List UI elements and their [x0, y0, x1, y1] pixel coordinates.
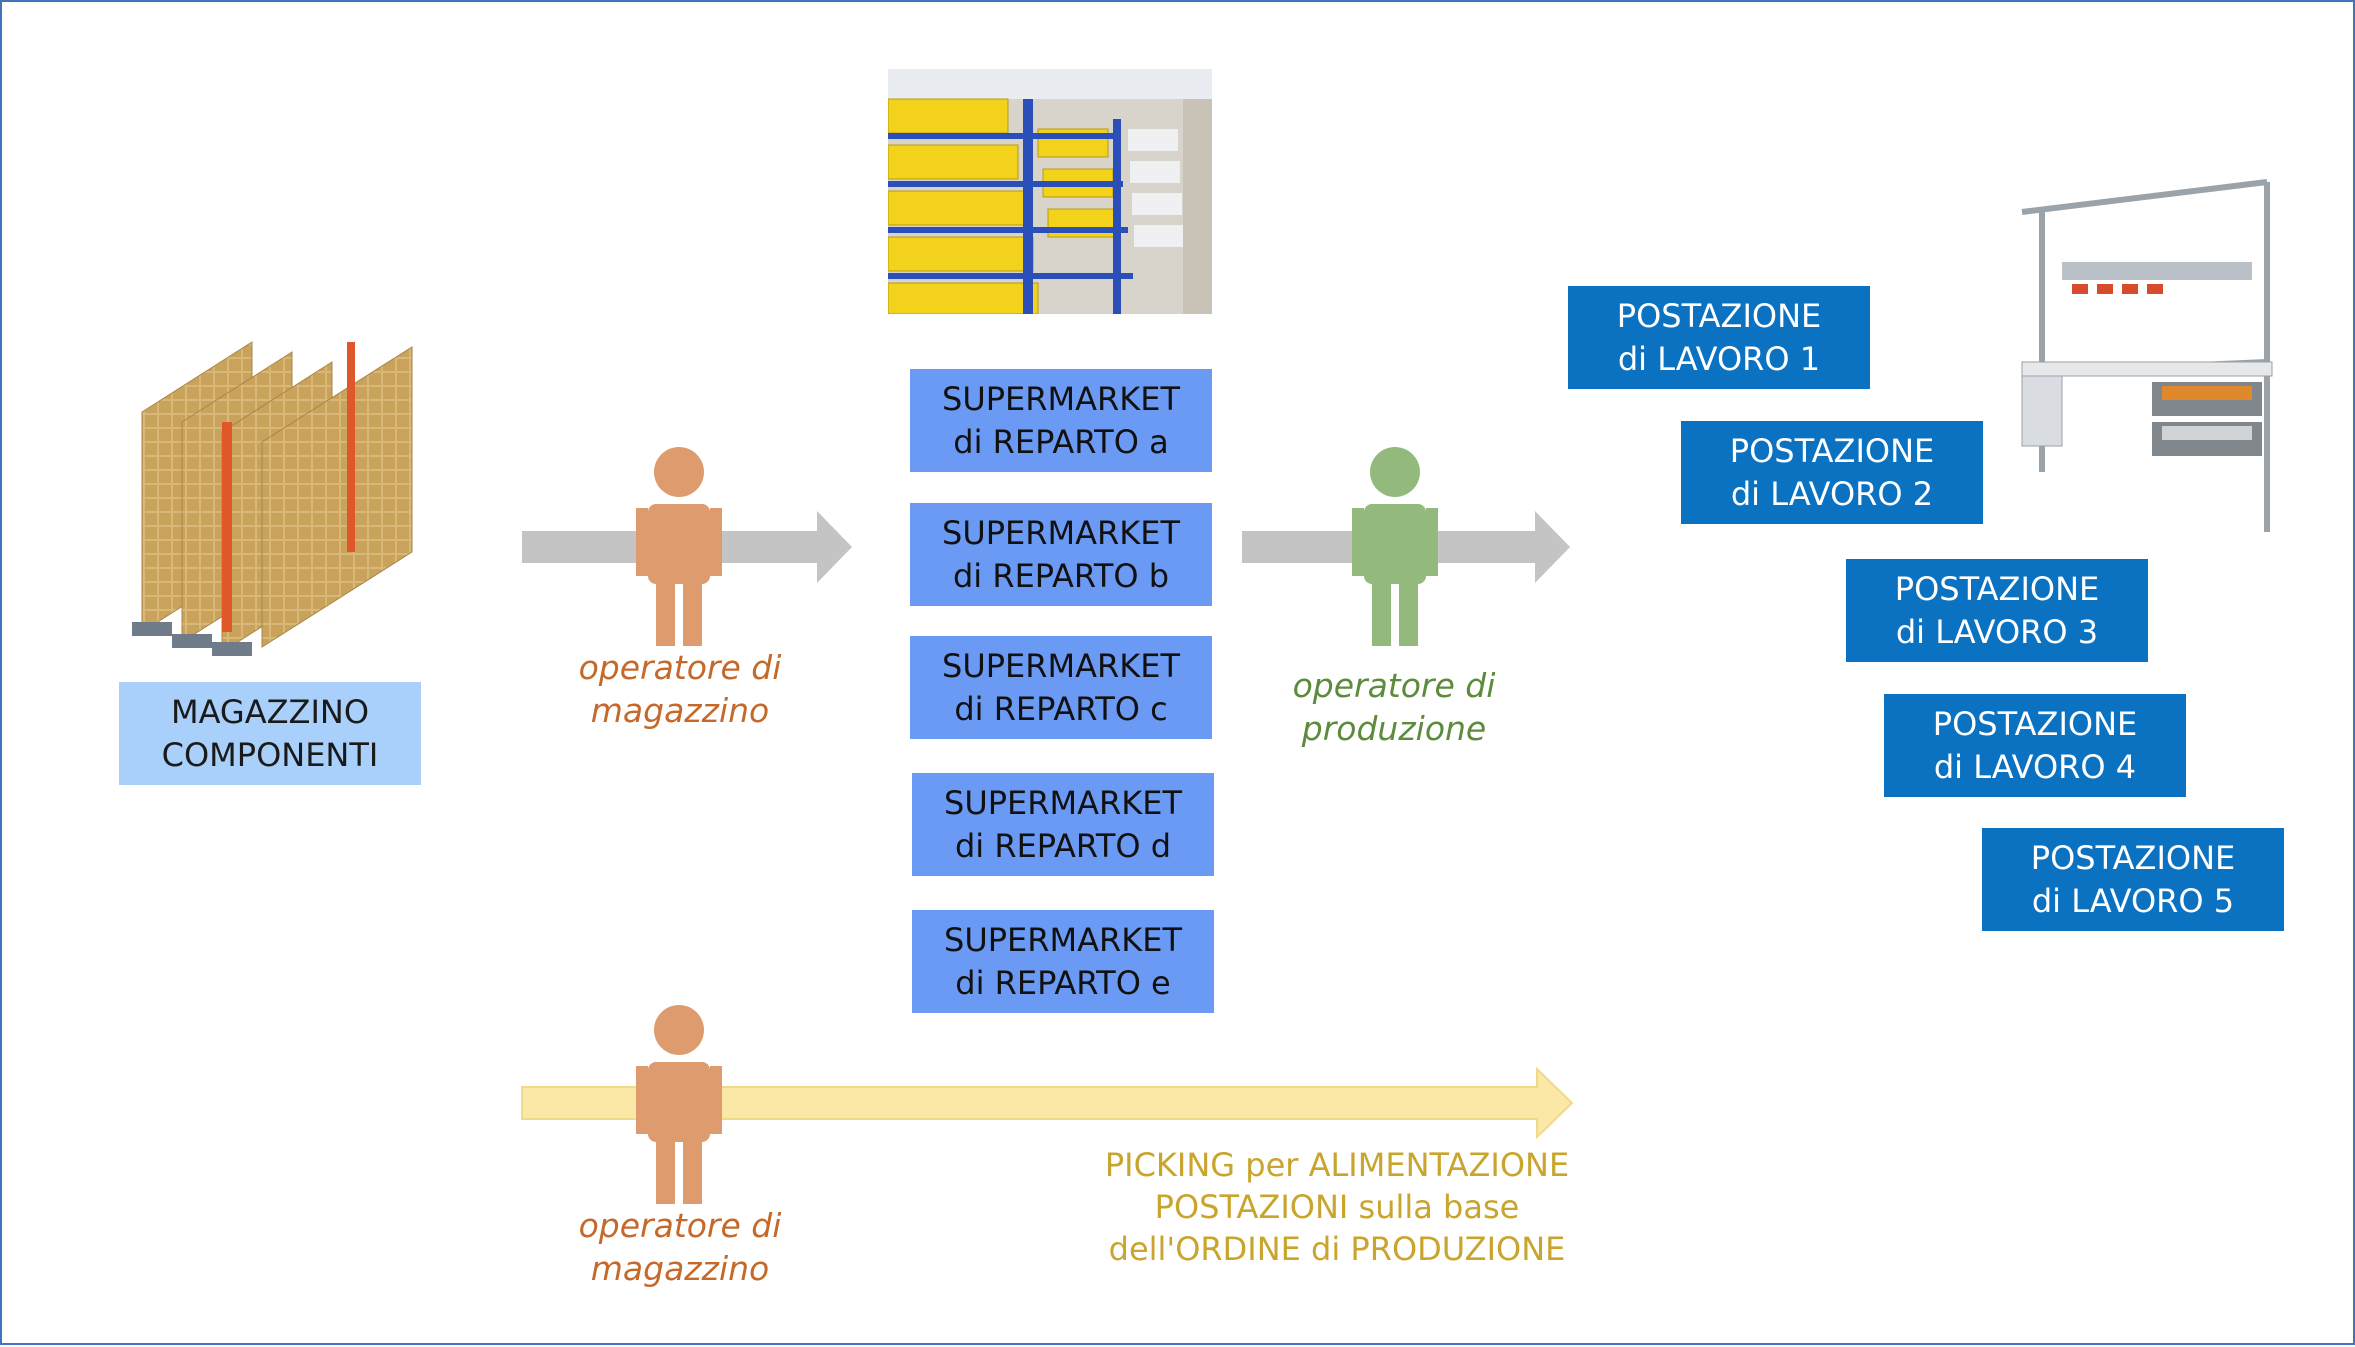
- workstation-1-box: POSTAZIONE di LAVORO 1: [1568, 286, 1870, 389]
- workstation-4-box: POSTAZIONE di LAVORO 4: [1884, 694, 2186, 797]
- production-operator-caption: operatore di produzione: [1292, 666, 1496, 748]
- workbench-photo: [2002, 172, 2282, 542]
- production-operator-person-icon: [1352, 447, 1438, 646]
- supermarket-b-box: SUPERMARKET di REPARTO b: [910, 503, 1212, 606]
- warehouse-rack-image: [102, 302, 522, 662]
- supermarket-e-box: SUPERMARKET di REPARTO e: [912, 910, 1214, 1013]
- picking-operator-caption: operatore di magazzino: [578, 1206, 782, 1288]
- workstation-5-box: POSTAZIONE di LAVORO 5: [1982, 828, 2284, 931]
- workstation-3-box: POSTAZIONE di LAVORO 3: [1846, 559, 2148, 662]
- warehouse-operator-caption: operatore di magazzino: [578, 648, 782, 730]
- picking-operator-person-icon: [636, 1005, 722, 1204]
- supermarket-shelves-photo: [888, 69, 1212, 314]
- supermarket-d-box: SUPERMARKET di REPARTO d: [912, 773, 1214, 876]
- warehouse-components-label: MAGAZZINO COMPONENTI: [119, 682, 421, 785]
- workstation-2-box: POSTAZIONE di LAVORO 2: [1681, 421, 1983, 524]
- picking-description: PICKING per ALIMENTAZIONE POSTAZIONI sul…: [1104, 1146, 1570, 1268]
- supermarket-a-box: SUPERMARKET di REPARTO a: [910, 369, 1212, 472]
- warehouse-operator-person-icon: [636, 447, 722, 646]
- supermarket-c-box: SUPERMARKET di REPARTO c: [910, 636, 1212, 739]
